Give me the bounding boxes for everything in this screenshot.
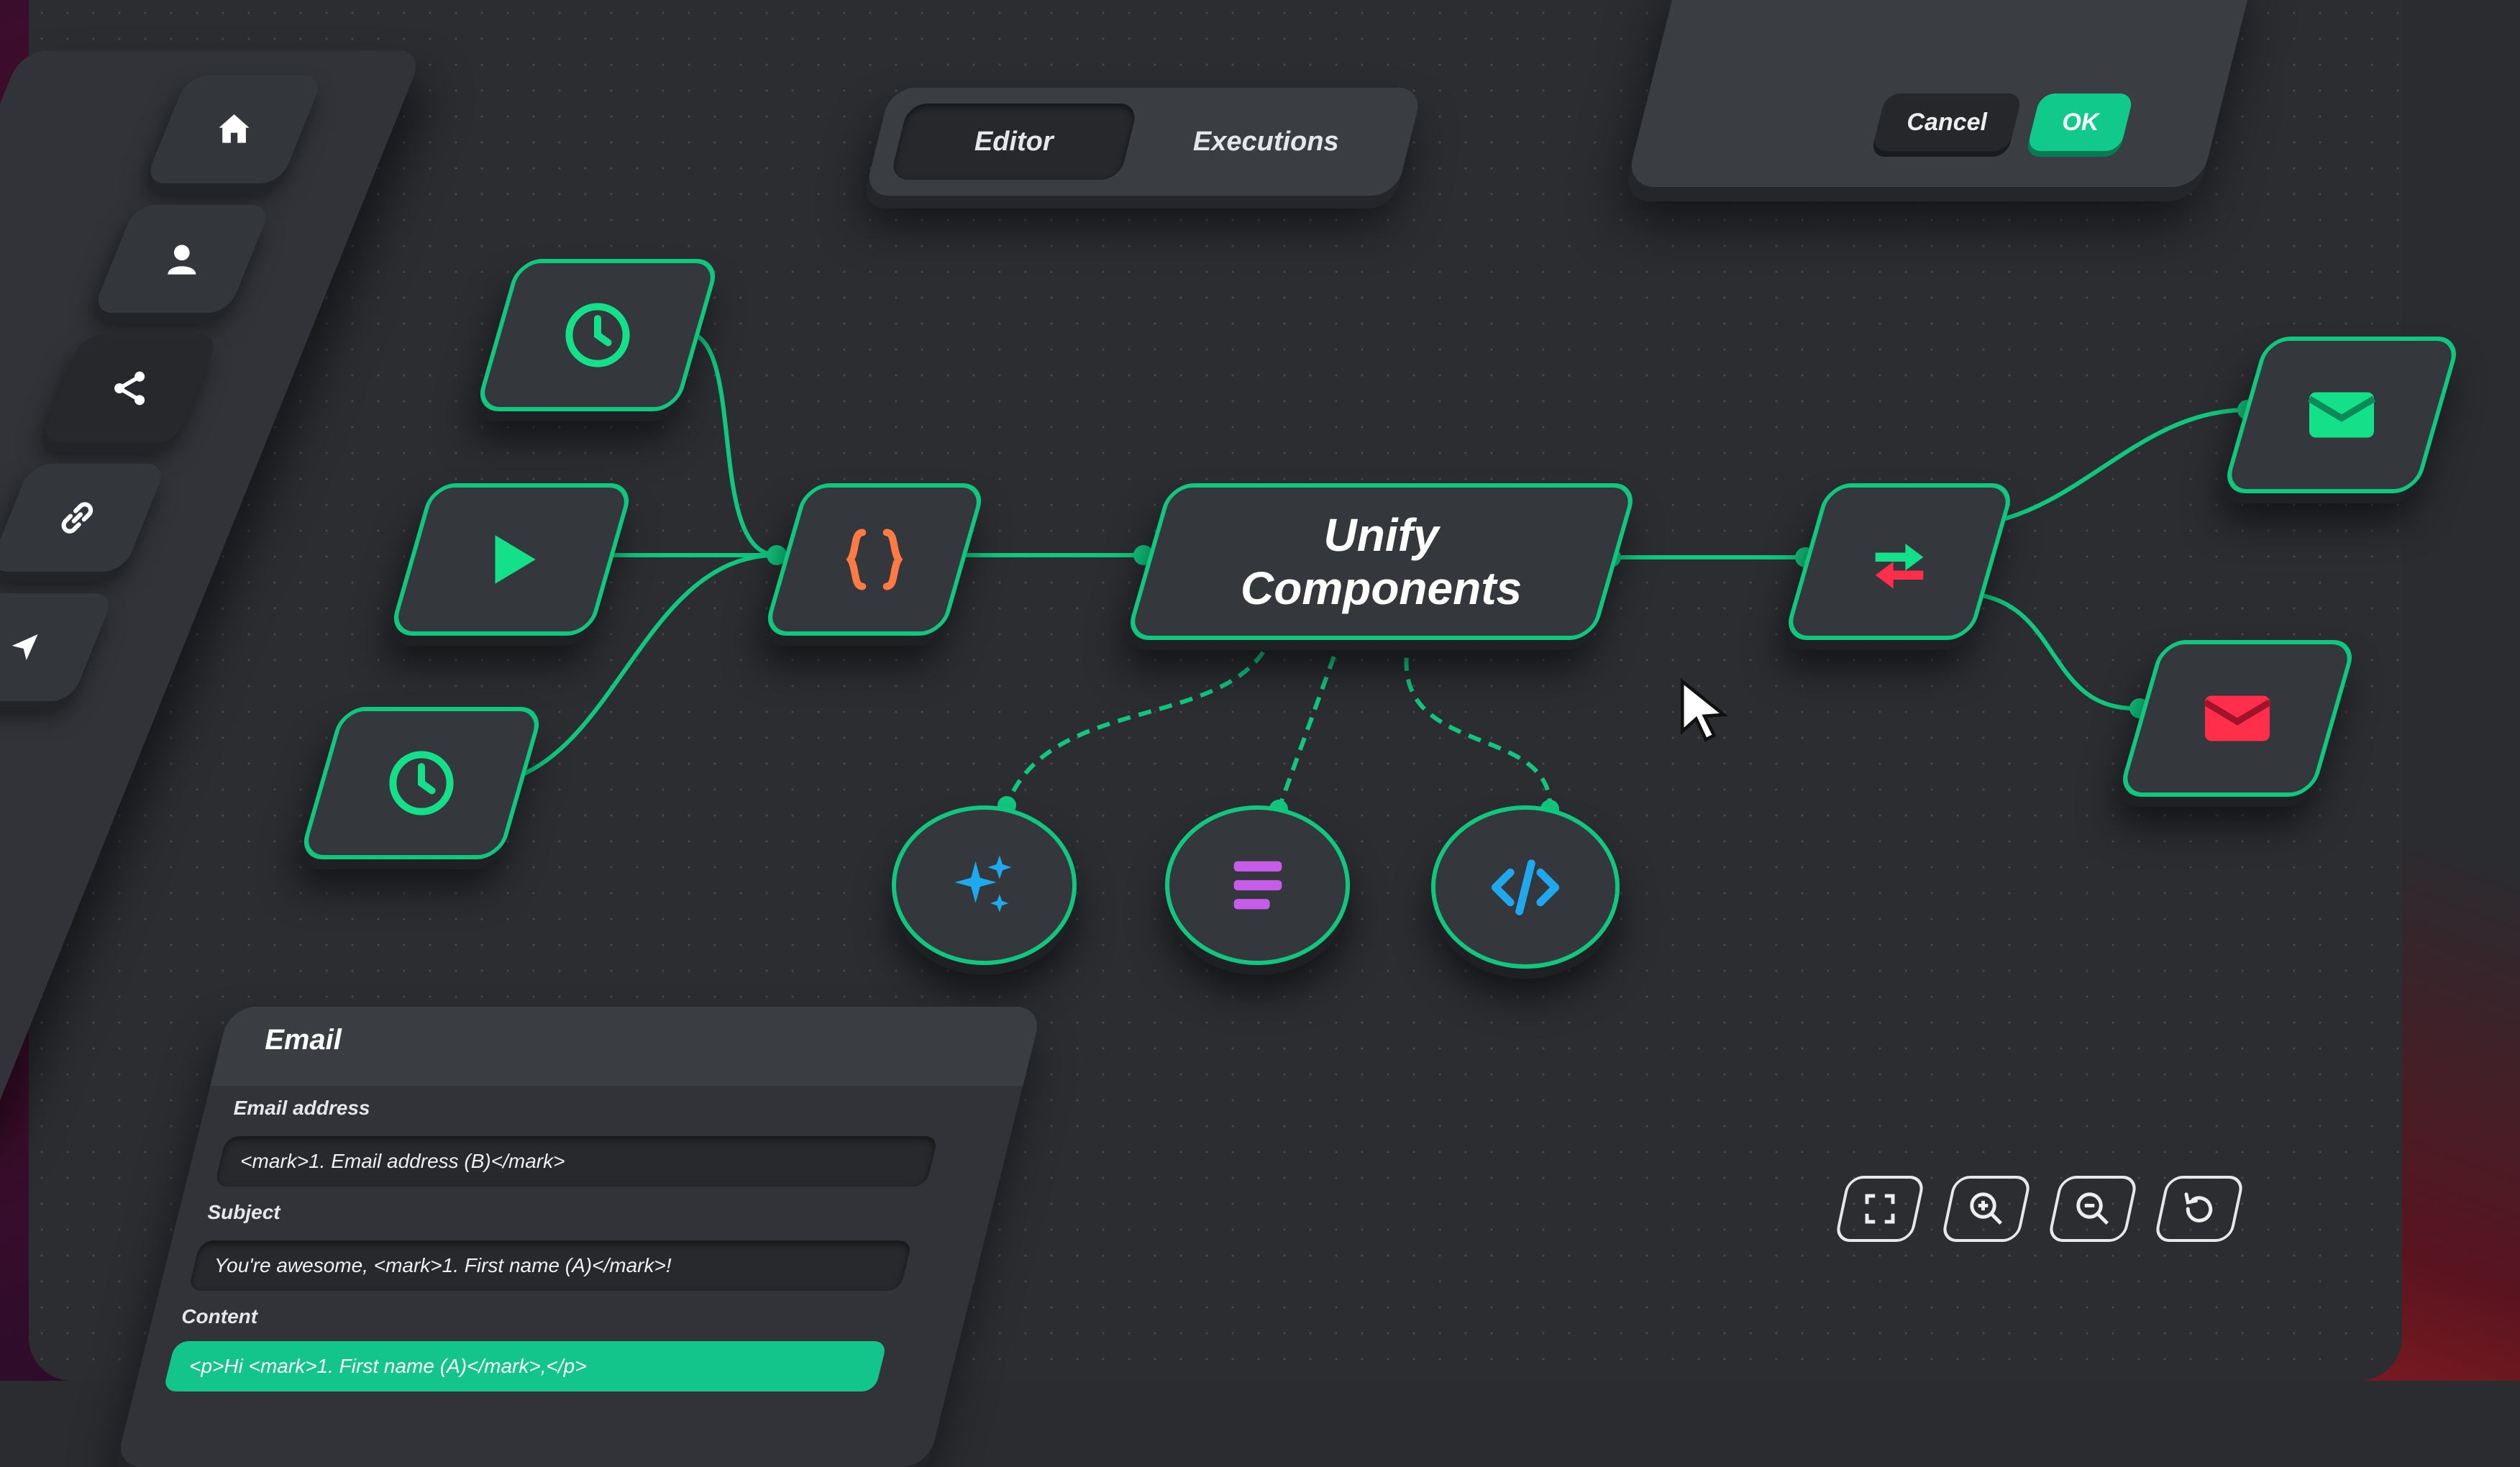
node-clock-trigger-1[interactable] [474, 259, 721, 411]
zoom-out-icon [2076, 1192, 2109, 1225]
sidebar-item-share[interactable] [39, 334, 220, 442]
undo-button[interactable] [2153, 1176, 2245, 1242]
code-tag-icon [1491, 859, 1560, 915]
sidebar-item-home[interactable] [144, 76, 324, 183]
mail-icon [2203, 695, 2272, 741]
subject-input[interactable]: You're awesome, <mark>1. First name (A)<… [188, 1240, 913, 1291]
sidebar-item-link[interactable] [0, 464, 168, 572]
link-icon [61, 502, 93, 534]
subject-label: Subject [207, 1201, 280, 1223]
clock-icon [565, 303, 630, 367]
email-address-input[interactable]: <mark>1. Email address (B)</mark> [214, 1136, 939, 1187]
node-code[interactable] [762, 483, 987, 636]
fit-view-button[interactable] [1834, 1176, 1926, 1242]
email-panel-header: Email [210, 1007, 1043, 1086]
sidebar-item-user[interactable] [91, 205, 273, 313]
mail-icon [2307, 392, 2376, 438]
node-list[interactable] [1165, 805, 1350, 965]
node-send-email-1[interactable] [2221, 337, 2462, 493]
email-panel-title: Email [265, 1024, 342, 1056]
sidebar-item-send[interactable] [0, 593, 115, 701]
zoom-in-icon [1970, 1192, 2003, 1225]
connection-sparkle-unify [1005, 631, 1275, 807]
connection-clock2-code [506, 553, 777, 782]
sparkle-icon [954, 855, 1011, 913]
zoom-in-button[interactable] [1940, 1176, 2032, 1242]
zoom-out-button[interactable] [2047, 1176, 2139, 1242]
node-html[interactable] [1431, 805, 1620, 969]
user-icon [168, 244, 196, 275]
play-icon [495, 535, 536, 584]
unify-node-title: Unify Components [1241, 509, 1522, 614]
content-label: Content [181, 1305, 258, 1327]
node-manual-trigger[interactable] [388, 483, 635, 636]
list-icon [1233, 861, 1282, 910]
fit-view-icon [1865, 1194, 1895, 1224]
code-braces-icon [846, 529, 903, 590]
node-clock-trigger-2[interactable] [298, 707, 545, 859]
node-ai-sparkle[interactable] [892, 805, 1077, 965]
connection-swap-mail2 [1963, 591, 2140, 711]
mouse-cursor [1680, 677, 1728, 742]
home-icon [219, 114, 250, 143]
connection-clock1-code [684, 330, 777, 557]
share-icon [114, 371, 145, 406]
clock-icon [389, 751, 454, 815]
connection-list-unify [1277, 635, 1343, 810]
sidebar [0, 50, 424, 1129]
connection-codetag-unify [1404, 636, 1553, 810]
content-input[interactable]: <p>Hi <mark>1. First name (A)</mark>,</p… [163, 1341, 887, 1391]
node-merge[interactable] [1782, 483, 2017, 640]
send-icon [12, 634, 38, 660]
email-address-label: Email address [233, 1097, 370, 1119]
undo-icon [2184, 1192, 2213, 1222]
email-panel: Email Email address <mark>1. Email addre… [115, 1007, 1043, 1467]
node-unify-components[interactable]: Unify Components [1124, 483, 1639, 640]
node-send-email-2[interactable] [2117, 640, 2358, 797]
swap-arrows-icon [1875, 544, 1924, 589]
connection-swap-mail1 [1988, 408, 2248, 525]
